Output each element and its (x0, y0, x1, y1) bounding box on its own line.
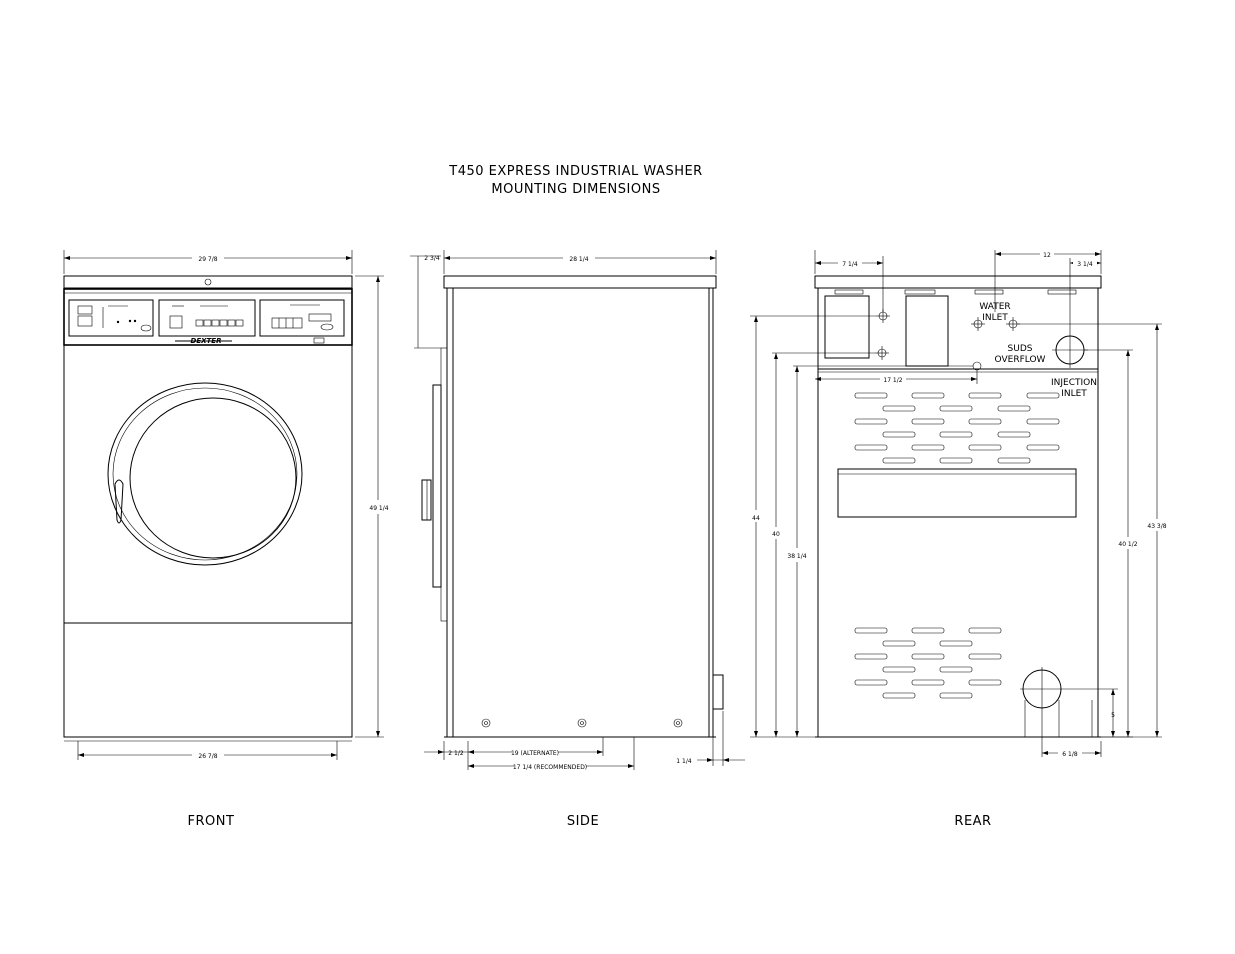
view-label-side: SIDE (567, 814, 599, 829)
rear-cabinet (817, 287, 1099, 738)
front-door-handle (114, 479, 124, 524)
label-water-inlet-2: INLET (982, 313, 1008, 323)
front-brand-label: DEXTER (191, 337, 222, 345)
rear-water-inlet-right (1006, 317, 1020, 331)
dim-rear-h5: 43 3/8 (1147, 523, 1166, 530)
dim-front-overall-width: 29 7/8 (198, 256, 217, 263)
dim-rear-h2: 40 (772, 531, 780, 538)
label-injection-inlet-2: INLET (1061, 389, 1087, 399)
dim-rear-inner-width: 17 1/2 (883, 377, 902, 384)
dim-rear-left-top: 7 1/4 (842, 261, 858, 268)
rear-lower-vents (854, 627, 1002, 699)
front-control-module-center (158, 299, 256, 337)
dim-rear-right-top: 3 1/4 (1077, 261, 1093, 268)
dim-rear-top-span: 12 (1043, 252, 1051, 259)
rear-inlet-fitting-2 (875, 346, 889, 360)
front-kick-panel (63, 622, 353, 738)
label-suds-overflow-1: SUDS (1008, 344, 1033, 354)
rear-injection-inlet-fitting (1052, 332, 1088, 368)
dim-side-top-offset: 2 3/4 (424, 255, 440, 262)
dim-front-base-width: 26 7/8 (198, 753, 217, 760)
side-door-edge (440, 347, 448, 622)
dim-side-alternate: 19 (ALTERNATE) (511, 750, 559, 757)
dim-side-rear-offset: 1 1/4 (676, 758, 692, 765)
dim-rear-h4: 40 1/2 (1118, 541, 1137, 548)
front-door-porthole-outer (107, 382, 303, 566)
side-cabinet (446, 287, 714, 738)
front-door-porthole-inner (129, 397, 297, 559)
dim-rear-drain-offset: 6 1/8 (1062, 751, 1078, 758)
front-door-panel (63, 344, 353, 624)
front-view: DEXTER 29 7/8 49 1/4 (63, 250, 389, 829)
front-control-module-right (259, 299, 345, 337)
rear-upper-box-left (824, 295, 870, 359)
dim-rear-h3: 38 1/4 (787, 553, 806, 560)
drawing-title-line1: T450 EXPRESS INDUSTRIAL WASHER (448, 164, 702, 179)
view-label-front: FRONT (188, 814, 235, 829)
rear-water-inlet-left (971, 317, 985, 331)
dim-side-front-offset: 2 1/2 (448, 750, 464, 757)
front-control-module-left (68, 299, 154, 337)
side-bolt-1 (481, 718, 491, 728)
side-bolt-2 (577, 718, 587, 728)
side-view: 28 1/4 2 3/4 2 1/2 19 (ALTERNATE) 17 1/4… (410, 250, 745, 829)
dim-rear-h1: 44 (752, 515, 760, 522)
label-injection-inlet-1: INJECTION (1051, 378, 1097, 388)
rear-upper-box-center (905, 295, 949, 367)
dim-rear-drain-height: 5 (1111, 712, 1115, 719)
label-suds-overflow-2: OVERFLOW (995, 355, 1046, 365)
view-label-rear: REAR (954, 814, 991, 829)
rear-drain (1020, 667, 1093, 738)
dim-side-recommended: 17 1/4 (RECOMMENDED) (513, 764, 587, 771)
rear-access-panel (837, 468, 1077, 518)
side-top-panel (443, 275, 717, 289)
rear-view: WATER INLET SUDS OVERFLOW INJECTION INLE… (750, 250, 1169, 829)
side-rear-bracket (712, 674, 724, 710)
rear-dimensions: 7 1/4 12 3 1/4 17 1/2 (750, 250, 1169, 758)
drawing-title-line2: MOUNTING DIMENSIONS (491, 182, 660, 197)
rear-top-panel (814, 275, 1102, 289)
side-bolt-3 (673, 718, 683, 728)
side-door-handle (421, 479, 432, 521)
dim-side-overall-depth: 28 1/4 (569, 256, 588, 263)
side-dimensions: 28 1/4 2 3/4 2 1/2 19 (ALTERNATE) 17 1/4… (410, 250, 745, 771)
dim-front-overall-height: 49 1/4 (369, 505, 388, 512)
front-dimensions: 29 7/8 49 1/4 26 7/8 (63, 250, 389, 760)
side-door-profile (432, 384, 442, 588)
rear-upper-vents (854, 392, 1060, 464)
